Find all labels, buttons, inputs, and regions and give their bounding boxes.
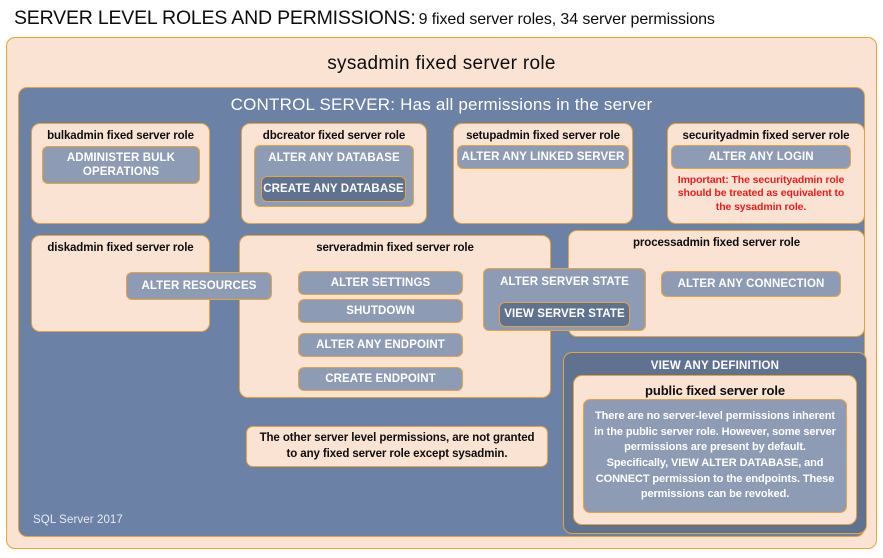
permission-alter-any-endpoint[interactable]: ALTER ANY ENDPOINT bbox=[298, 333, 463, 357]
permission-alter-any-login[interactable]: ALTER ANY LOGIN bbox=[671, 145, 851, 169]
public-role-description: There are no server-level permissions in… bbox=[583, 399, 847, 513]
page-title-main: SERVER LEVEL ROLES AND PERMISSIONS: bbox=[14, 7, 416, 29]
role-title-serveradmin: serveradmin fixed server role bbox=[316, 242, 474, 254]
permission-label: CREATE ANY DATABASE bbox=[263, 182, 404, 195]
page-title: SERVER LEVEL ROLES AND PERMISSIONS:9 fix… bbox=[14, 7, 874, 33]
role-title-processadmin: processadmin fixed server role bbox=[632, 237, 801, 249]
permission-alter-any-connection[interactable]: ALTER ANY CONNECTION bbox=[661, 271, 841, 297]
role-panel-securityadmin[interactable]: securityadmin fixed server role bbox=[667, 123, 865, 224]
role-title-securityadmin: securityadmin fixed server role bbox=[682, 130, 850, 142]
role-panel-diskadmin[interactable]: diskadmin fixed server role bbox=[31, 235, 210, 332]
permission-alter-resources[interactable]: ALTER RESOURCES bbox=[126, 272, 272, 300]
view-any-definition-label: VIEW ANY DEFINITION bbox=[650, 360, 780, 372]
note-other-permissions: The other server level permissions, are … bbox=[246, 426, 548, 467]
role-title-bulkadmin: bulkadmin fixed server role bbox=[47, 130, 194, 142]
role-title-dbcreator: dbcreator fixed server role bbox=[262, 130, 406, 142]
permission-label: ALTER ANY DATABASE bbox=[268, 152, 400, 164]
control-server-label: CONTROL SERVER: Has all permissions in t… bbox=[230, 95, 653, 114]
permission-label: SHUTDOWN bbox=[346, 304, 415, 317]
permission-label: ALTER ANY LINKED SERVER bbox=[461, 150, 625, 163]
permission-administer-bulk-operations[interactable]: ADMINISTER BULK OPERATIONS bbox=[42, 146, 200, 184]
permission-label: VIEW SERVER STATE bbox=[504, 308, 625, 321]
permission-label: CREATE ENDPOINT bbox=[325, 372, 436, 385]
permission-create-endpoint[interactable]: CREATE ENDPOINT bbox=[298, 367, 463, 391]
permission-label: ADMINISTER BULK OPERATIONS bbox=[66, 151, 176, 178]
role-panel-setupadmin[interactable]: setupadmin fixed server role bbox=[453, 123, 633, 224]
permission-alter-any-linked-server[interactable]: ALTER ANY LINKED SERVER bbox=[457, 145, 629, 169]
permission-label: ALTER ANY ENDPOINT bbox=[316, 338, 445, 351]
permission-alter-settings[interactable]: ALTER SETTINGS bbox=[298, 271, 463, 295]
permission-label: ALTER SERVER STATE bbox=[500, 276, 629, 288]
permission-shutdown[interactable]: SHUTDOWN bbox=[298, 299, 463, 323]
role-title-setupadmin: setupadmin fixed server role bbox=[466, 130, 620, 142]
permission-label: ALTER ANY CONNECTION bbox=[677, 277, 825, 290]
permission-label: ALTER RESOURCES bbox=[141, 279, 257, 292]
permission-create-any-database[interactable]: CREATE ANY DATABASE bbox=[261, 176, 406, 202]
page-title-subtitle: 9 fixed server roles, 34 server permissi… bbox=[418, 11, 715, 28]
permission-view-server-state[interactable]: VIEW SERVER STATE bbox=[499, 302, 630, 327]
permission-label: ALTER ANY LOGIN bbox=[708, 150, 814, 163]
securityadmin-warning-note: Important: The securityadmin role should… bbox=[677, 174, 845, 213]
footer-product-label: SQL Server 2017 bbox=[33, 514, 123, 526]
sysadmin-role-label: sysadmin fixed server role bbox=[327, 53, 556, 74]
role-title-diskadmin: diskadmin fixed server role bbox=[47, 242, 194, 254]
permission-label: ALTER SETTINGS bbox=[330, 276, 431, 289]
role-title-public: public fixed server role bbox=[645, 383, 785, 398]
